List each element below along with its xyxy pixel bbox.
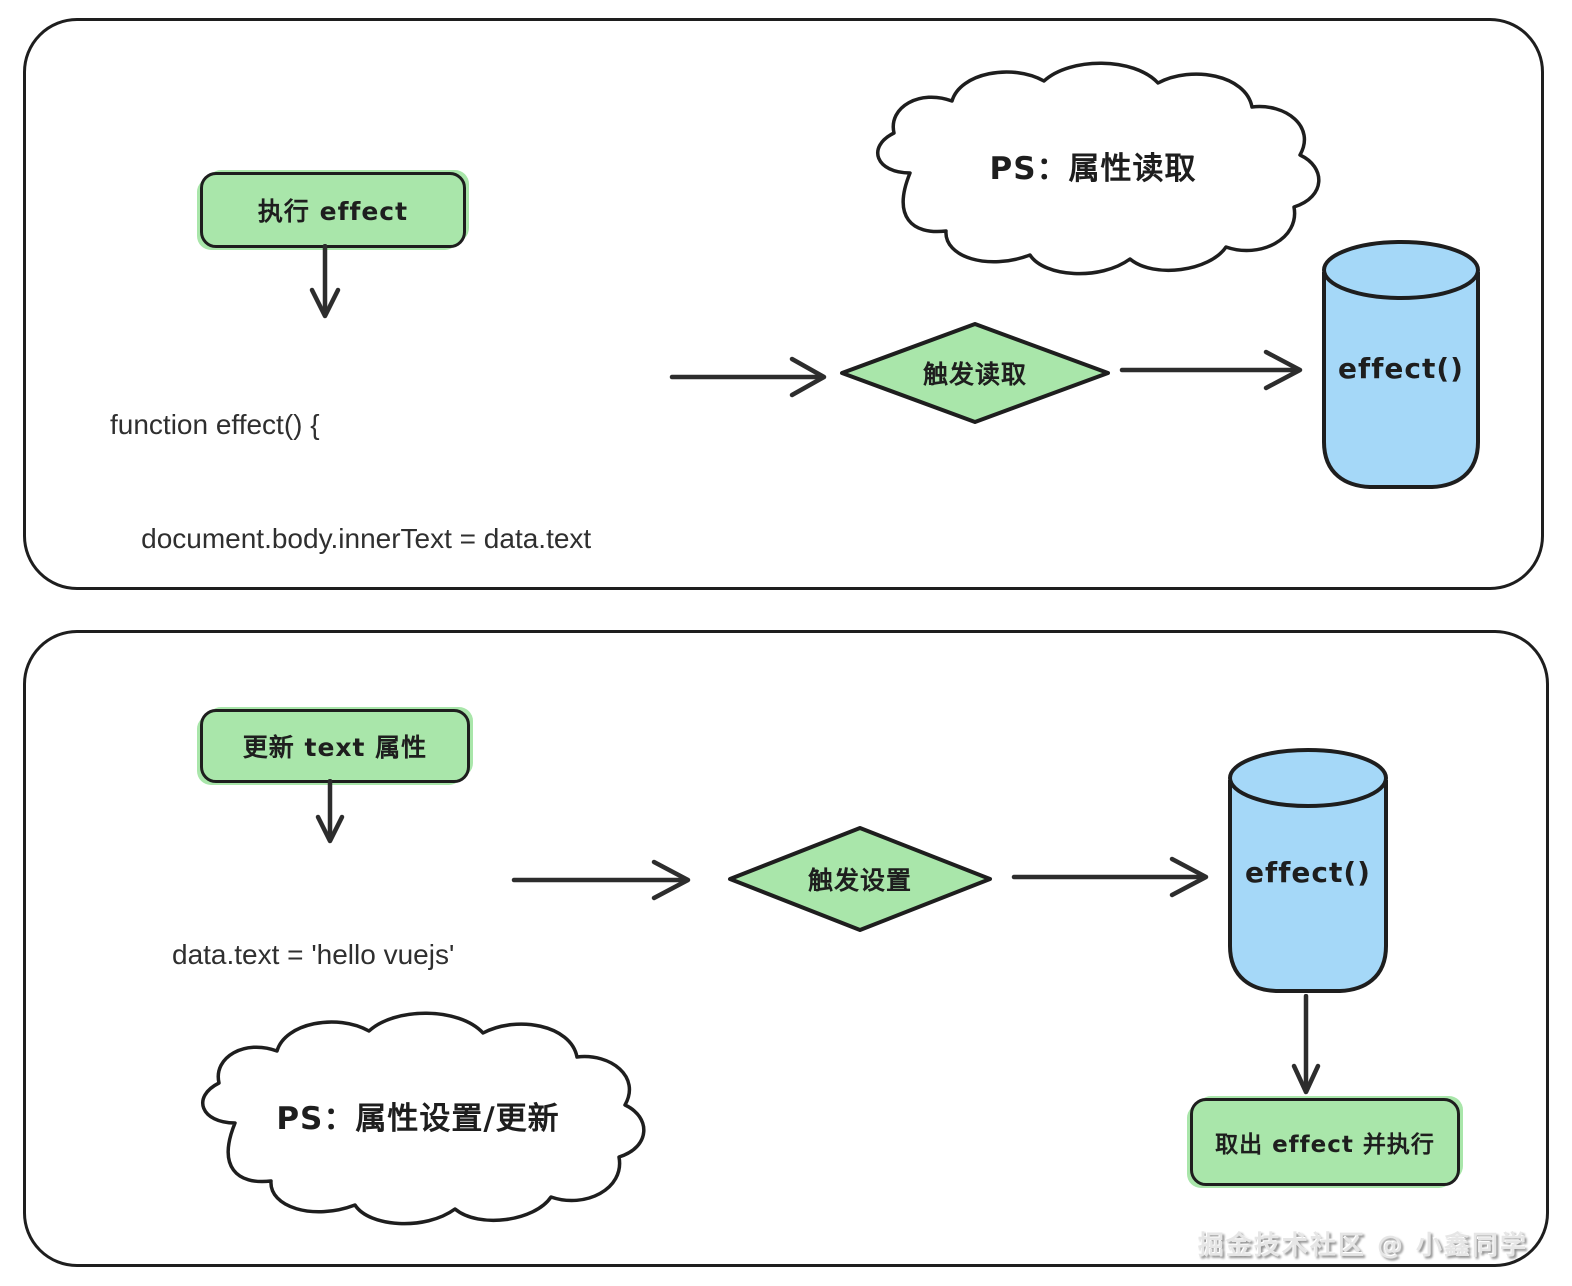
code-line: function effect() { — [110, 409, 320, 440]
node-exec-effect: 执行 effect — [200, 172, 466, 248]
code-block-effect-fn: function effect() { document.body.innerT… — [110, 330, 591, 748]
arrow-trigger-read-to-bucket — [1119, 349, 1303, 391]
arrow-code-to-trigger-read — [669, 356, 827, 398]
arrow-trigger-set-to-bucket — [1011, 856, 1209, 898]
cylinder-effect-bucket-read — [1322, 240, 1480, 489]
code-line: data.text = 'hello vuejs' — [172, 939, 455, 970]
node-update-text-label: 更新 text 属性 — [242, 733, 428, 762]
code-block-set-text: data.text = 'hello vuejs' — [172, 860, 454, 1050]
node-takeout-effect-label: 取出 effect 并执行 — [1215, 1132, 1435, 1158]
node-update-text: 更新 text 属性 — [200, 709, 470, 783]
node-takeout-effect: 取出 effect 并执行 — [1190, 1098, 1460, 1186]
arrow-down-exec-to-code — [309, 244, 341, 319]
panel-property-read — [23, 18, 1544, 590]
arrow-down-update-to-code — [315, 779, 345, 844]
cloud-note-write — [201, 1011, 646, 1226]
arrow-bucket-to-takeout — [1291, 994, 1321, 1095]
code-line: document.body.innerText = data.text — [110, 523, 592, 554]
cloud-note-read — [876, 61, 1321, 276]
arrow-code-to-trigger-set — [511, 859, 691, 901]
diamond-trigger-set — [728, 826, 992, 932]
node-exec-effect-label: 执行 effect — [257, 197, 409, 226]
diamond-trigger-read — [840, 322, 1110, 424]
cylinder-effect-bucket-write — [1228, 748, 1388, 993]
watermark: 掘金技术社区 @ 小鑫同学 — [1197, 1231, 1528, 1261]
